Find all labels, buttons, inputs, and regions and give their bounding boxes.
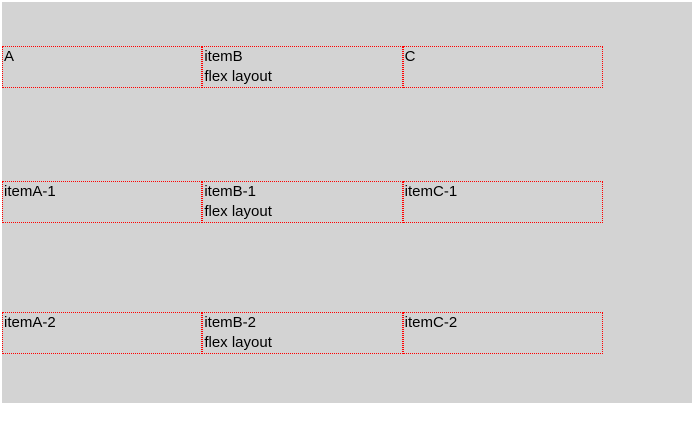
flex-item-label: C — [404, 48, 416, 65]
page-background: A itemB flex layout C itemA-1 itemB-1 fl… — [2, 2, 692, 403]
flex-item-sublabel: flex layout — [204, 334, 272, 351]
flex-item-c: C — [402, 46, 603, 88]
flex-container-row-2: itemA-1 itemB-1 flex layout itemC-1 — [2, 181, 603, 223]
flex-item-b: itemB flex layout — [202, 46, 403, 88]
flex-container-row-1: A itemB flex layout C — [2, 46, 603, 88]
flex-item-a1: itemA-1 — [2, 181, 203, 223]
flex-item-label: itemA-1 — [4, 183, 56, 200]
flex-item-c2: itemC-2 — [402, 312, 603, 354]
flex-item-c1: itemC-1 — [402, 181, 603, 223]
flex-container-row-3: itemA-2 itemB-2 flex layout itemC-2 — [2, 312, 603, 354]
flex-item-label: itemB-2 — [204, 314, 257, 331]
flex-item-label: itemB — [204, 48, 243, 65]
flex-item-label: itemC-1 — [404, 183, 458, 200]
flex-item-b1: itemB-1 flex layout — [202, 181, 403, 223]
flex-item-sublabel: flex layout — [204, 203, 272, 220]
flex-item-label: A — [4, 48, 15, 65]
flex-item-sublabel: flex layout — [204, 68, 272, 85]
flex-item-a2: itemA-2 — [2, 312, 203, 354]
flex-item-label: itemB-1 — [204, 183, 257, 200]
flex-item-a: A — [2, 46, 203, 88]
flex-item-b2: itemB-2 flex layout — [202, 312, 403, 354]
flex-item-label: itemC-2 — [404, 314, 458, 331]
flex-item-label: itemA-2 — [4, 314, 56, 331]
